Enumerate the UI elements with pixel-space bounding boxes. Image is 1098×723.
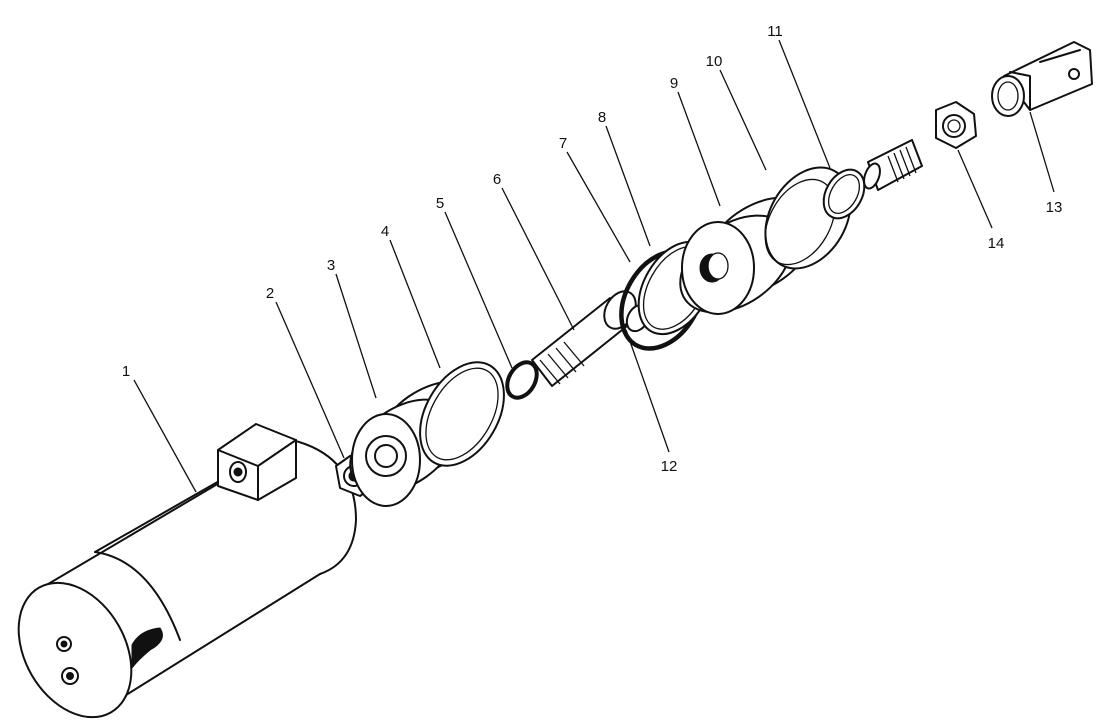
part-4-large-ring [419, 361, 505, 467]
callout-11: 11 [767, 23, 783, 40]
callout-1: 1 [122, 363, 130, 380]
callout-10: 10 [706, 53, 723, 70]
callout-3: 3 [327, 257, 335, 274]
callout-5: 5 [436, 195, 444, 212]
leader-lines [133, 39, 1055, 493]
callout-labels: 1 2 3 4 5 6 7 8 9 10 11 12 13 14 [122, 23, 1063, 475]
part-13-clevis [991, 41, 1093, 117]
part-5-small-o-ring [505, 360, 539, 400]
callout-4: 4 [381, 223, 389, 240]
callout-6: 6 [493, 171, 501, 188]
callout-13: 13 [1046, 199, 1063, 216]
part-14-hex-nut [935, 101, 977, 149]
callout-2: 2 [266, 285, 274, 302]
part-1-cylinder-body [17, 423, 357, 719]
part-11-small-ring [822, 168, 866, 220]
callout-9: 9 [670, 75, 678, 92]
callout-14: 14 [988, 235, 1005, 252]
callout-12: 12 [661, 458, 678, 475]
threaded-stud [863, 139, 923, 191]
callout-8: 8 [598, 109, 606, 126]
part-6-threaded-rod [531, 290, 651, 387]
callout-7: 7 [559, 135, 567, 152]
